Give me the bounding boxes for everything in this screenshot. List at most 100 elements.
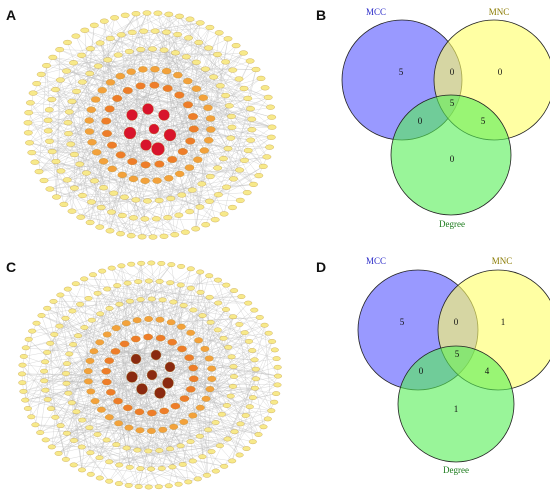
network-edge — [109, 417, 174, 427]
network-node — [109, 190, 119, 196]
network-node — [86, 388, 96, 395]
network-node — [104, 357, 114, 364]
network-node — [157, 466, 166, 471]
network-hub-node — [123, 126, 137, 140]
network-edge — [99, 178, 134, 228]
network-edge — [55, 142, 93, 162]
network-node — [204, 427, 213, 433]
network-node — [37, 313, 46, 318]
network-node — [41, 359, 50, 365]
network-edge — [47, 308, 171, 449]
network-edge — [84, 30, 95, 181]
network-node — [74, 333, 83, 339]
network-edge — [41, 49, 141, 75]
network-hub-node — [164, 361, 176, 373]
network-edge — [162, 429, 208, 476]
network-node — [104, 414, 114, 421]
network-node — [78, 417, 87, 423]
network-edge — [52, 57, 77, 92]
network-node — [188, 364, 198, 372]
network-node — [243, 147, 253, 154]
network-node — [138, 66, 148, 73]
network-node — [266, 134, 276, 140]
network-edge — [142, 166, 264, 237]
network-node — [63, 120, 73, 126]
network-edge — [196, 32, 220, 89]
network-node — [203, 472, 211, 478]
network-node — [189, 375, 199, 383]
network-node — [240, 330, 249, 336]
network-edge — [171, 317, 260, 323]
network-node — [105, 306, 114, 311]
network-edge — [71, 25, 95, 212]
network-node — [67, 400, 76, 406]
network-edge — [54, 271, 201, 335]
network-node — [137, 234, 147, 240]
network-node — [189, 307, 198, 313]
network-node — [205, 198, 214, 204]
network-node — [47, 444, 56, 450]
network-edge — [141, 309, 255, 390]
network-edge — [49, 188, 92, 203]
network-edge — [79, 164, 121, 234]
network-edge — [109, 32, 167, 231]
network-edge — [106, 104, 189, 134]
network-edge — [22, 358, 137, 383]
network-edge — [70, 144, 158, 181]
network-edge — [197, 137, 272, 160]
network-node — [249, 181, 258, 187]
network-node — [263, 94, 273, 100]
network-node — [157, 261, 166, 266]
network-node — [267, 114, 277, 120]
venn-d-degree-circle — [397, 345, 515, 463]
network-node — [47, 149, 57, 155]
network-edge — [93, 351, 255, 360]
network-node — [187, 187, 197, 193]
network-node — [113, 397, 123, 405]
network-edge — [27, 278, 85, 409]
network-edge — [60, 294, 73, 312]
network-node — [273, 364, 282, 370]
network-node — [70, 151, 79, 158]
network-node — [273, 382, 282, 388]
network-node — [246, 137, 256, 143]
venn-b-degree-circle — [390, 94, 512, 216]
network-node — [41, 437, 50, 443]
network-node — [76, 214, 86, 220]
network-edge — [75, 283, 163, 301]
network-edge — [38, 129, 211, 172]
network-node — [110, 348, 121, 355]
network-node — [64, 109, 74, 115]
network-node — [126, 68, 136, 75]
network-node — [188, 458, 197, 464]
network-node — [64, 131, 73, 137]
network-edge — [71, 211, 154, 238]
network-node — [251, 376, 260, 382]
network-node — [226, 135, 236, 141]
network-node — [67, 208, 77, 214]
network-edge — [142, 69, 269, 98]
network-edge — [54, 262, 152, 335]
network-edge — [159, 27, 211, 201]
network-edge — [231, 98, 248, 128]
network-edge — [51, 285, 118, 447]
network-node — [236, 421, 245, 427]
network-node — [205, 173, 215, 180]
network-node — [270, 347, 279, 353]
network-node — [173, 71, 183, 79]
network-node — [62, 430, 71, 436]
network-edge — [206, 384, 278, 399]
network-edge — [38, 65, 47, 172]
network-node — [247, 127, 257, 133]
network-node — [80, 276, 89, 282]
network-node — [203, 104, 213, 111]
network-edge — [51, 340, 199, 448]
network-edge — [44, 380, 255, 389]
network-edge — [22, 364, 129, 486]
venn-d-all: 5 — [455, 349, 460, 359]
network-node — [50, 332, 59, 337]
network-edge — [106, 371, 225, 467]
network-node — [260, 85, 270, 91]
network-edge — [31, 285, 118, 417]
network-node — [28, 328, 37, 334]
